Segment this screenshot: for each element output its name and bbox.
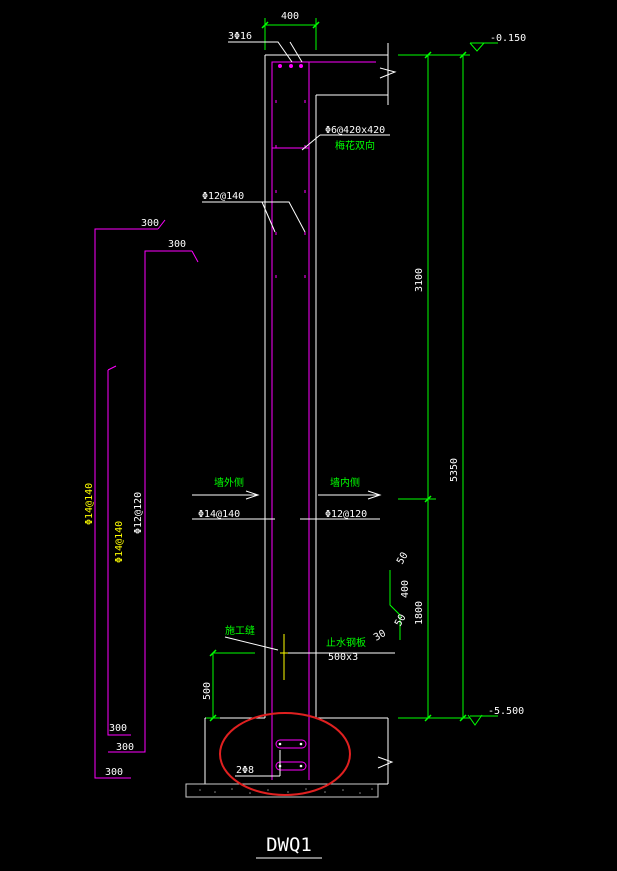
leader-lines: [192, 41, 395, 777]
label-top-bars: 3Φ16: [228, 31, 252, 42]
dimension-ticks: [209, 21, 467, 722]
label-tie-note: 梅花双向: [335, 139, 375, 152]
label-left-bar-1: Φ14@140: [84, 483, 95, 525]
highlight-ellipse: [219, 712, 351, 796]
label-cjoint: 施工缝: [225, 624, 255, 637]
label-waterstop-size: 500x3: [328, 652, 358, 663]
waterstop-plate: [280, 634, 288, 680]
label-inner-side: 墙内侧: [330, 476, 360, 489]
label-tie-bars: Φ6@420x420: [325, 125, 385, 136]
label-left-bar-3: Φ12@120: [133, 492, 144, 534]
dimension-lines: [206, 18, 498, 726]
dim-foot-a: 300: [109, 723, 127, 734]
blinding-hatch: [199, 788, 373, 794]
label-waterstop: 止水钢板: [326, 636, 366, 649]
label-outer-bars: Φ14@140: [198, 509, 240, 520]
dim-lower-height: 1800: [414, 601, 425, 625]
dim-chamfer-50b: 50: [393, 613, 409, 629]
dim-chamfer-400: 400: [400, 580, 411, 598]
label-outer-side: 墙外侧: [214, 476, 244, 489]
dim-stop-height: 500: [202, 682, 213, 700]
dim-wall-width: 400: [281, 11, 299, 22]
elev-bottom: -5.500: [488, 706, 524, 717]
wall-outline: [185, 43, 397, 798]
label-left-bar-2: Φ14@140: [114, 521, 125, 563]
drawing-title: DWQ1: [266, 834, 312, 856]
dim-foot-b: 300: [116, 742, 134, 753]
rebar-shape-diagrams: [94, 219, 199, 779]
elev-top: -0.150: [490, 33, 526, 44]
label-bottom-bars: 2Φ8: [236, 765, 254, 776]
dim-upper-height: 3100: [414, 268, 425, 292]
dim-total-height: 5350: [449, 458, 460, 482]
dim-chamfer-50a: 50: [395, 551, 411, 567]
dim-hook-b: 300: [168, 239, 186, 250]
dim-hook-a: 300: [141, 218, 159, 229]
dim-chamfer-angle: 30: [372, 628, 388, 644]
label-dist-bars: Φ12@140: [202, 191, 244, 202]
label-inner-bars: Φ12@120: [325, 509, 367, 520]
wall-rebar: [271, 61, 376, 780]
dim-foot-c: 300: [105, 767, 123, 778]
